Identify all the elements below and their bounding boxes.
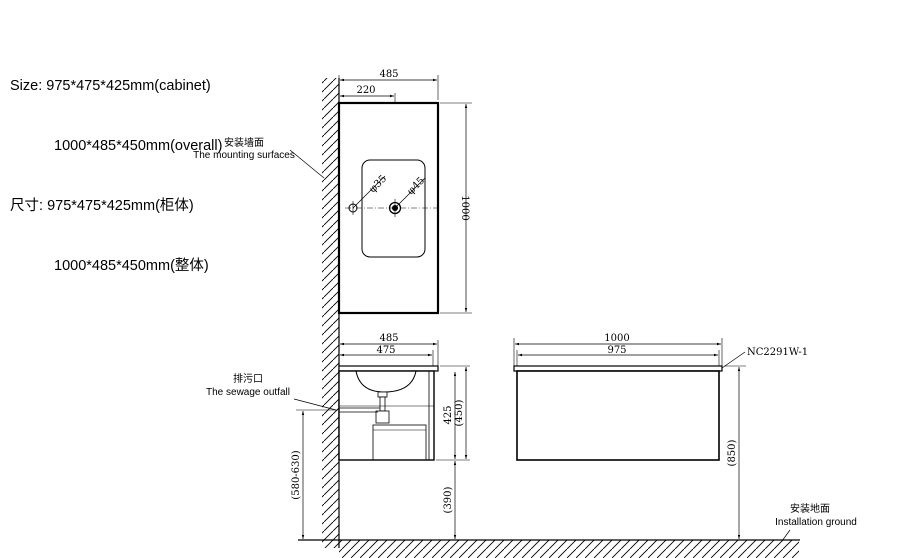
basin-outline [337, 101, 440, 315]
spec-size-line: Size: 975*475*425mm(cabinet) [10, 76, 222, 96]
side-outfall-range-dim: (580-630) [291, 450, 302, 499]
front-view: 1000 975 NC2291W-1 (850) [513, 333, 808, 539]
front-overall-length-dim: 1000 [604, 333, 629, 344]
spec-size-overall: 1000*485*450mm(overall) [54, 138, 223, 154]
side-overall-height-dim: (450) [454, 399, 465, 426]
side-cabinet-width-dim: 475 [376, 345, 395, 356]
mounting-label: 安装墙面 The mounting surfaces [193, 136, 325, 179]
ground-label-en: Installation ground [775, 517, 857, 528]
mounting-label-cn: 安装墙面 [224, 136, 264, 149]
sewage-label-en: The sewage outfall [206, 387, 290, 398]
spec-block: Size: 975*475*425mm(cabinet) 1000*485*45… [10, 36, 222, 296]
spec-size-cabinet: 975*475*425mm(cabinet) [46, 78, 211, 94]
spec-cn-overall: 1000*485*450mm(整体) [54, 258, 209, 274]
top-length-dim: 1000 [459, 195, 470, 220]
drawer-inner [372, 424, 427, 461]
sewage-label: 排污口 The sewage outfall [206, 372, 337, 411]
model-number: NC2291W-1 [747, 347, 808, 358]
drain-trap [339, 391, 390, 424]
mounting-wall [322, 78, 340, 548]
top-view: φ35 φ45 485 220 1000 [337, 69, 472, 315]
spec-cn-line: 尺寸: 975*475*425mm(柜体) [10, 196, 222, 216]
front-total-height-dim: (850) [727, 439, 738, 466]
side-cabinet-height-dim: 425 [443, 405, 454, 424]
spec-cn-label: 尺寸: [10, 198, 44, 214]
countertop [338, 365, 439, 372]
front-cabinet-length-dim: 975 [607, 345, 626, 356]
installation-floor [298, 539, 800, 558]
mounting-label-en: The mounting surfaces [193, 150, 295, 161]
sewage-label-cn: 排污口 [233, 372, 263, 385]
spec-size-label: Size: [10, 78, 43, 94]
top-offset-dim: 220 [356, 85, 375, 96]
ground-label-cn: 安装地面 [790, 502, 830, 515]
top-width-dim: 485 [379, 69, 398, 80]
side-view: 485 475 425 (450) (390) [291, 333, 470, 539]
side-floor-clear-dim: (390) [443, 486, 454, 513]
spec-cn-cabinet: 975*475*425mm(柜体) [47, 198, 194, 214]
side-overall-width-dim: 485 [379, 333, 398, 344]
basin-bowl [361, 159, 426, 258]
ground-label: 安装地面 Installation ground [775, 502, 857, 542]
front-cabinet-body [516, 370, 720, 461]
